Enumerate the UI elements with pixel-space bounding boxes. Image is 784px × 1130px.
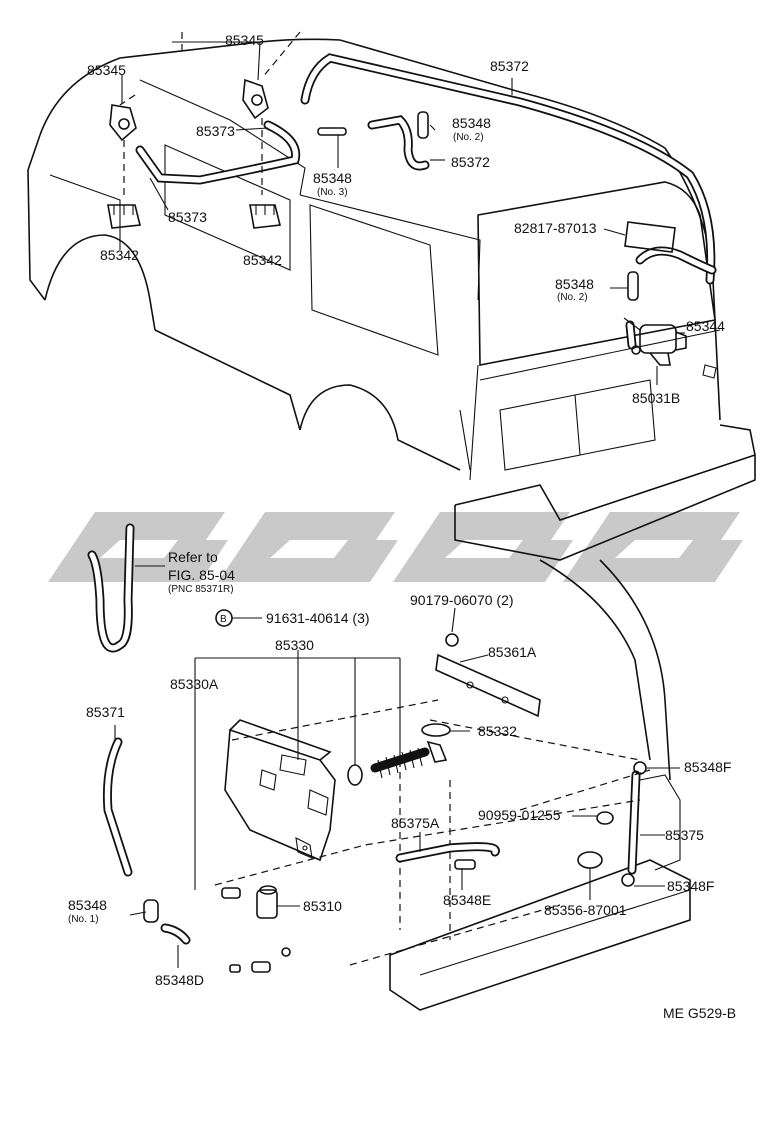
- roof-hoses: [135, 53, 717, 350]
- label-85310: 85310: [303, 898, 342, 914]
- nozzle-bracket-right: [249, 204, 281, 229]
- label-85348F-b: 85348F: [667, 878, 714, 894]
- refer-text-line1: Refer to: [168, 549, 218, 565]
- clip-90959: [596, 811, 614, 825]
- label-85031B: 85031B: [632, 390, 680, 406]
- label-85348-no3-note: (No. 3): [317, 187, 348, 198]
- label-85348-no2-a: 85348: [452, 115, 491, 131]
- label-85332: 85332: [478, 723, 517, 739]
- label-85348F-a: 85348F: [684, 759, 731, 775]
- label-85356: 85356-87001: [544, 902, 627, 918]
- tank-outlet-hose: [102, 737, 191, 945]
- label-85373-a: 85373: [196, 123, 235, 139]
- label-91631: 91631-40614 (3): [266, 610, 370, 626]
- tank-bracket: [435, 653, 541, 718]
- label-82817: 82817-87013: [514, 220, 597, 236]
- label-85330A: 85330A: [170, 676, 219, 692]
- label-85348-no2-a-note: (No. 2): [453, 132, 484, 143]
- label-85345-left: 85345: [87, 62, 126, 78]
- label-85348-no1-note: (No. 1): [68, 914, 99, 925]
- refer-text-line2: FIG. 85-04: [168, 567, 235, 583]
- washer-pump: [256, 885, 278, 919]
- rear-washer-motor: [623, 317, 687, 366]
- label-85348E: 85348E: [443, 892, 491, 908]
- refer-text-line3: (PNC 85371R): [168, 584, 234, 595]
- washer-nozzle-right: [242, 78, 269, 120]
- check-valve-no3: [317, 127, 347, 136]
- leader-lines-lower: [114, 607, 680, 968]
- label-85372-mid: 85372: [451, 154, 490, 170]
- filler-cap: [421, 723, 451, 763]
- label-85348-no2-b: 85348: [555, 276, 594, 292]
- label-85348-no2-b-note: (No. 2): [557, 292, 588, 303]
- refer-hose: [87, 523, 165, 653]
- rear-hose-85375: [621, 761, 647, 887]
- label-85371: 85371: [86, 704, 125, 720]
- label-85348-no1: 85348: [68, 897, 107, 913]
- label-85372-top: 85372: [490, 58, 529, 74]
- leader-lines-upper: [119, 31, 685, 385]
- label-85342-a: 85342: [100, 247, 139, 263]
- joint-85348E: [454, 859, 476, 870]
- filler-hose: [347, 747, 430, 786]
- check-valve-no2-top: [417, 111, 429, 139]
- label-85342-b: 85342: [243, 252, 282, 268]
- vehicle-body: [27, 38, 756, 561]
- label-90179: 90179-06070 (2): [410, 592, 514, 608]
- washer-tank: [224, 719, 336, 862]
- label-85373-b: 85373: [168, 209, 207, 225]
- watermark-logo: [48, 512, 743, 582]
- label-85348D: 85348D: [155, 972, 204, 988]
- label-85348-no3: 85348: [313, 170, 352, 186]
- washer-nozzle-left: [109, 104, 137, 142]
- rear-hose-85375A: [395, 842, 500, 863]
- label-85361A: 85361A: [488, 644, 537, 660]
- check-valve-no2-door: [627, 271, 639, 301]
- diagram-code: ME G529-B: [663, 1005, 736, 1021]
- grommet-85356: [577, 851, 603, 869]
- nozzle-bracket-left: [107, 204, 141, 229]
- label-85375A: 85375A: [391, 815, 440, 831]
- bracket-nut: [445, 633, 459, 647]
- vehicle-rear-lower: [389, 559, 691, 1011]
- rear-label-plate: [624, 221, 676, 253]
- small-fasteners: [221, 887, 291, 973]
- label-85375: 85375: [665, 827, 704, 843]
- label-85344: 85344: [686, 318, 725, 334]
- badge-b-letter: B: [220, 614, 227, 625]
- label-90959: 90959-01255: [478, 807, 561, 823]
- label-85330: 85330: [275, 637, 314, 653]
- label-85345-top: 85345: [225, 32, 264, 48]
